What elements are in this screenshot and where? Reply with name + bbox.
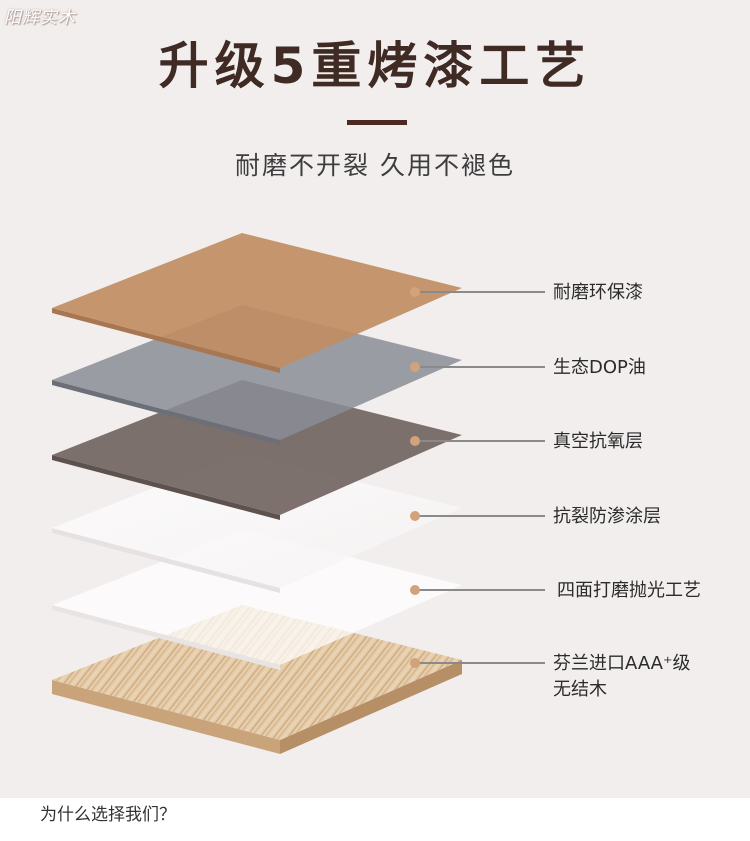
dot-oil <box>410 362 420 372</box>
leader-lines <box>415 291 545 664</box>
layer-paint <box>52 233 462 373</box>
layer-wood <box>52 605 462 754</box>
page-title: 升级5重烤漆工艺 <box>158 37 592 95</box>
layer-vacuum <box>52 380 462 520</box>
layer-coating <box>52 453 462 593</box>
dot-coating <box>410 511 420 521</box>
layer-polish <box>52 530 462 670</box>
dot-paint <box>410 287 420 297</box>
dot-wood <box>410 658 420 668</box>
label-four-side-polish: 四面打磨抛光工艺 <box>557 580 701 601</box>
label-finland-wood-line1: 芬兰进口AAA⁺级 <box>553 653 691 674</box>
dot-polish <box>410 585 420 595</box>
watermark: 阳辉实木 <box>4 8 76 28</box>
title-divider <box>347 120 407 125</box>
label-finland-wood-line2: 无结木 <box>553 679 607 700</box>
label-eco-dop-oil: 生态DOP油 <box>553 357 646 378</box>
poster-background: 阳辉实木 升级5重烤漆工艺 耐磨不开裂 久用不褪色 <box>0 0 750 798</box>
layer-oil <box>52 305 462 445</box>
label-anti-crack-coating: 抗裂防渗涂层 <box>553 506 661 527</box>
footer-question: 为什么选择我们？ <box>40 805 176 825</box>
page-subtitle: 耐磨不开裂 久用不褪色 <box>235 151 515 180</box>
layer-diagram <box>52 233 545 754</box>
leader-dots <box>410 287 420 668</box>
dot-vacuum <box>410 436 420 446</box>
label-vacuum-antioxidant: 真空抗氧层 <box>553 431 643 452</box>
label-wear-resistant-paint: 耐磨环保漆 <box>553 282 643 303</box>
